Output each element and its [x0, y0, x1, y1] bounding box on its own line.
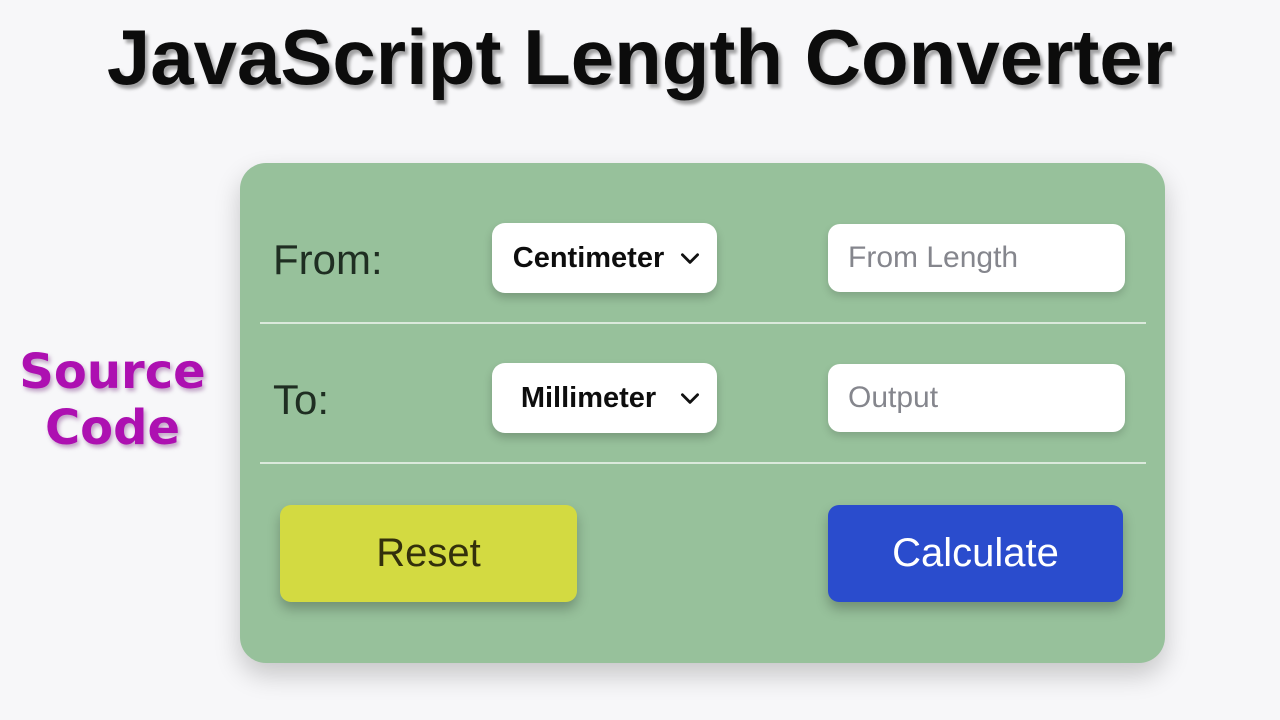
- reset-button[interactable]: Reset: [280, 505, 577, 602]
- watermark-line-2: Code: [44, 400, 181, 456]
- to-unit-select-wrap: Millimeter: [492, 363, 717, 433]
- to-label: To:: [273, 376, 330, 423]
- from-unit-select[interactable]: Centimeter: [492, 223, 717, 293]
- calculate-button[interactable]: Calculate: [828, 505, 1123, 602]
- from-unit-select-wrap: Centimeter: [492, 223, 717, 293]
- watermark-line-1: Source: [19, 344, 206, 400]
- from-label: From:: [273, 236, 383, 283]
- from-length-input[interactable]: [828, 224, 1125, 292]
- output-input[interactable]: [828, 364, 1125, 432]
- converter-card: From: Centimeter To: Millimeter Reset Ca…: [240, 163, 1165, 663]
- to-unit-select[interactable]: Millimeter: [492, 363, 717, 433]
- source-code-watermark: Source Code: [0, 344, 225, 456]
- row-divider: [260, 322, 1146, 324]
- page-title: JavaScript Length Converter: [106, 13, 1174, 101]
- row-divider: [260, 462, 1146, 464]
